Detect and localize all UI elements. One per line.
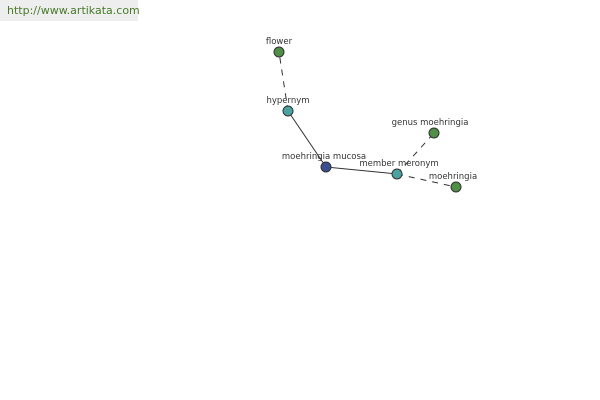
node-hypernym-dot[interactable] [282, 105, 294, 117]
node-genus-moehringia-dot[interactable] [428, 127, 440, 139]
node-moehringia-mucosa[interactable]: moehringia mucosa [282, 152, 366, 173]
node-flower[interactable]: flower [266, 37, 293, 58]
node-member-meronym-label: member meronym [359, 159, 438, 169]
edges-layer [278, 51, 457, 188]
edge-hypernym-flower [278, 51, 289, 112]
source-url-link[interactable]: http://www.artikata.com [7, 4, 140, 17]
node-hypernym-label: hypernym [266, 96, 309, 106]
edge-moehringia-mucosa-member-meronym [325, 166, 398, 175]
source-banner: http://www.artikata.com [0, 0, 140, 21]
edge-member-meronym-moehringia [396, 173, 457, 188]
edge-moehringia-mucosa-hypernym [287, 110, 327, 168]
edge-member-meronym-genus-moehringia [396, 132, 435, 175]
node-moehringia-mucosa-dot[interactable] [320, 161, 332, 173]
node-moehringia-dot[interactable] [450, 181, 462, 193]
node-flower-dot[interactable] [273, 46, 285, 58]
node-hypernym[interactable]: hypernym [266, 96, 310, 117]
node-flower-label: flower [266, 37, 293, 47]
node-moehringia[interactable]: moehringia [429, 172, 477, 193]
node-moehringia-label: moehringia [429, 172, 477, 182]
node-member-meronym[interactable]: member meronym [359, 159, 439, 180]
node-moehringia-mucosa-label: moehringia mucosa [282, 152, 366, 162]
nodes-layer: flower hypernym moehringia mucosa member… [266, 37, 477, 193]
node-genus-moehringia-label: genus moehringia [392, 118, 469, 128]
node-genus-moehringia[interactable]: genus moehringia [392, 118, 469, 139]
node-member-meronym-dot[interactable] [391, 168, 403, 180]
